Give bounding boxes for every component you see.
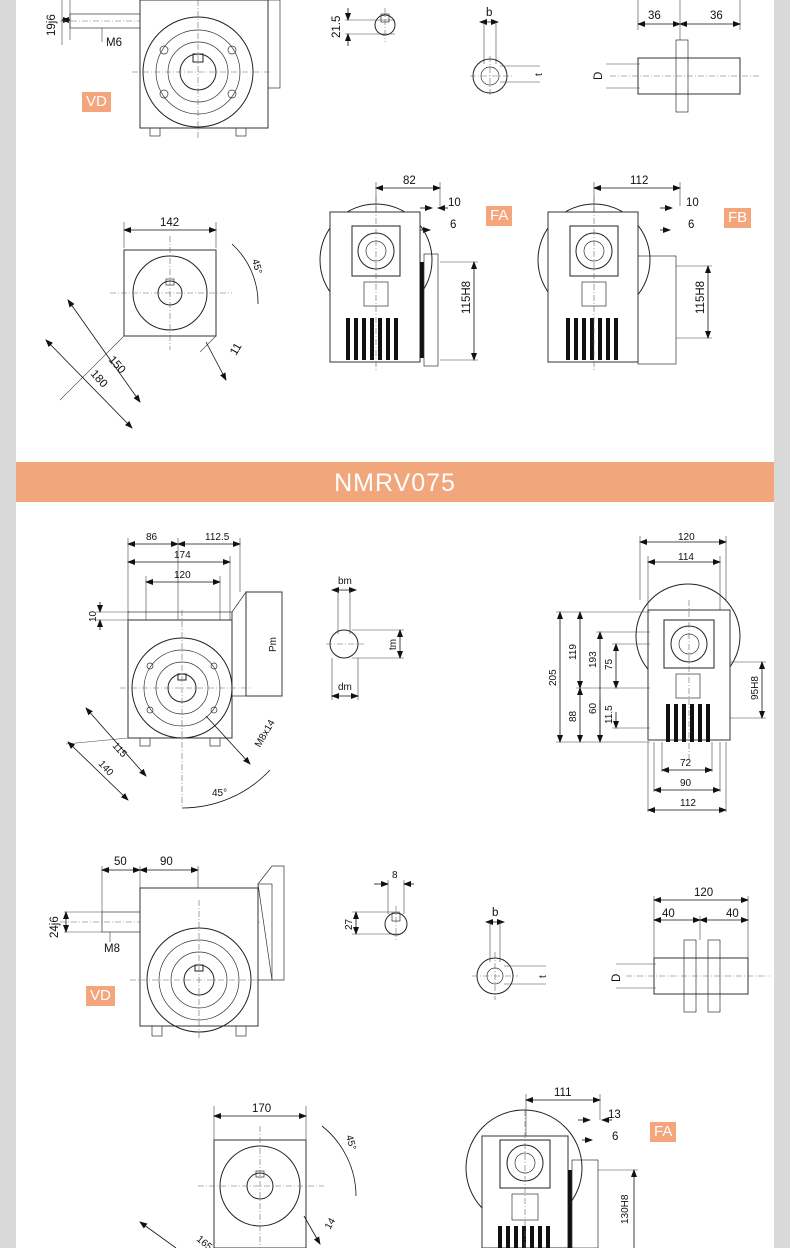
nmrv-side-fins bbox=[666, 704, 710, 742]
nmrv-vd-key-8: 8 bbox=[392, 870, 398, 881]
top-fb-gap1: 10 bbox=[686, 197, 699, 209]
nmrv-flange-45: 45° bbox=[343, 1134, 358, 1151]
top-fa-gap1: 10 bbox=[448, 197, 461, 209]
nmrv-side-11-5: 11.5 bbox=[604, 705, 615, 724]
nmrv-dm: dm bbox=[338, 682, 352, 693]
nmrv-side-90: 90 bbox=[680, 778, 692, 789]
nmrv-fa-130h8: 130H8 bbox=[620, 1194, 631, 1224]
top-fa-width: 82 bbox=[403, 175, 416, 187]
nmrv075-fa-view: 111 13 6 130H8 bbox=[465, 1087, 638, 1248]
top-keyway-view: b t bbox=[470, 7, 545, 96]
nmrv-dim-120: 120 bbox=[174, 570, 191, 581]
top-hollow-right: 36 bbox=[710, 10, 723, 22]
nmrv-pm: Pm bbox=[268, 637, 279, 652]
nmrv-tm: tm bbox=[388, 639, 399, 650]
badge-top-vd: VD bbox=[82, 92, 111, 112]
top-flange-width: 142 bbox=[160, 217, 179, 229]
top-fb-gap2: 6 bbox=[688, 219, 694, 231]
top-fb-bore: 115H8 bbox=[695, 281, 707, 314]
nmrv-dim-115: 115 bbox=[110, 741, 129, 761]
nmrv-key-b: b bbox=[492, 907, 498, 919]
nmrv-vd-key-27: 27 bbox=[344, 918, 355, 930]
nmrv-m8x14: M8x14 bbox=[253, 718, 278, 750]
nmrv075-flange-view: 170 45° 165 14 bbox=[139, 1103, 358, 1248]
top-shaft-tolerance: 19j6 bbox=[46, 14, 58, 36]
top-thread: M6 bbox=[106, 37, 122, 49]
nmrv-hollow-d: D bbox=[611, 974, 623, 982]
section-title: NMRV075 bbox=[334, 469, 456, 497]
nmrv075-motor-shaft: bm tm dm bbox=[326, 576, 404, 700]
badge-top-fb: FB bbox=[724, 208, 752, 228]
nmrv075-hollow-shaft: 120 40 40 D bbox=[611, 887, 770, 1013]
nmrv-flange-170: 170 bbox=[252, 1103, 271, 1115]
top-fb-view: 112 10 6 115H8 bbox=[537, 175, 712, 372]
nmrv-side-120: 120 bbox=[678, 532, 695, 543]
nmrv-bm: bm bbox=[338, 576, 352, 587]
top-flange-view: 142 45° 150 180 11 bbox=[45, 217, 264, 429]
nmrv-flange-165: 165 bbox=[194, 1234, 214, 1248]
nmrv-dim-86: 86 bbox=[146, 532, 158, 543]
top-fb-width: 112 bbox=[630, 175, 648, 187]
nmrv-vd-thread: M8 bbox=[104, 943, 120, 955]
nmrv-side-60: 60 bbox=[588, 702, 599, 714]
nmrv-angle: 45° bbox=[212, 788, 227, 799]
top-flange-pcd: 150 bbox=[106, 354, 128, 376]
top-hollow-dia: D bbox=[593, 72, 605, 80]
nmrv-dim-112-5: 112.5 bbox=[205, 532, 230, 543]
top-flange-hole: 11 bbox=[228, 341, 244, 357]
nmrv-fa-6: 6 bbox=[612, 1131, 618, 1143]
nmrv-side-114: 114 bbox=[678, 552, 694, 563]
nmrv-side-119: 119 bbox=[568, 644, 579, 660]
nmrv-hollow-40a: 40 bbox=[662, 908, 675, 920]
top-hollow-shaft: 36 36 D bbox=[593, 0, 760, 113]
badge-top-fa: FA bbox=[486, 206, 513, 226]
nmrv-fa-fins bbox=[498, 1226, 550, 1248]
nmrv-dim-174: 174 bbox=[174, 550, 191, 561]
nmrv075-keyway-view: b t bbox=[472, 907, 549, 1000]
top-fa-fins bbox=[346, 318, 398, 360]
nmrv075-key-view: 8 27 bbox=[344, 870, 414, 940]
nmrv-key-t: t bbox=[538, 975, 549, 978]
top-key-height: 21.5 bbox=[331, 16, 343, 38]
top-flange-angle: 45° bbox=[249, 258, 264, 275]
nmrv-hollow-120: 120 bbox=[694, 887, 713, 899]
top-key-width: b bbox=[486, 7, 492, 19]
top-flange-outer: 180 bbox=[88, 368, 110, 390]
badge-bottom-vd: VD bbox=[86, 986, 115, 1006]
top-fb-fins bbox=[566, 318, 618, 360]
nmrv-side-205: 205 bbox=[548, 669, 559, 686]
nmrv-flange-14: 14 bbox=[323, 1216, 338, 1232]
top-fa-gap2: 6 bbox=[450, 219, 456, 231]
nmrv-vd-50: 50 bbox=[114, 856, 127, 868]
nmrv-side-95h8: 95H8 bbox=[750, 676, 761, 700]
top-key-view: 21.5 bbox=[331, 8, 396, 46]
top-fa-bore: 115H8 bbox=[461, 281, 473, 314]
nmrv075-front-view: 86 112.5 174 120 10 Pm 115 140 bbox=[65, 532, 283, 809]
top-key-depth: t bbox=[534, 73, 545, 76]
nmrv-vd-tol: 24j6 bbox=[49, 916, 61, 938]
top-hollow-left: 36 bbox=[648, 10, 661, 22]
nmrv-dim-10: 10 bbox=[88, 610, 99, 622]
nmrv-side-72: 72 bbox=[680, 758, 692, 769]
nmrv-hollow-40b: 40 bbox=[726, 908, 739, 920]
section-banner: NMRV075 bbox=[16, 462, 774, 502]
nmrv075-vd-view: 50 90 24j6 M8 bbox=[49, 856, 285, 1040]
nmrv-dim-140: 140 bbox=[96, 759, 116, 779]
badge-bottom-fa: FA bbox=[650, 1122, 677, 1142]
nmrv-side-88: 88 bbox=[568, 710, 579, 722]
nmrv-side-193: 193 bbox=[588, 651, 599, 668]
nmrv075-side-view: 120 114 205 119 88 193 60 bbox=[548, 532, 766, 813]
nmrv-fa-111: 111 bbox=[554, 1087, 571, 1099]
top-vd-view: 19j6 M6 bbox=[46, 0, 281, 140]
top-fa-view: 82 10 6 115H8 bbox=[319, 175, 478, 372]
nmrv-fa-13: 13 bbox=[608, 1109, 621, 1121]
nmrv-vd-90: 90 bbox=[160, 856, 173, 868]
nmrv-side-75: 75 bbox=[604, 658, 615, 670]
nmrv-side-112: 112 bbox=[680, 798, 696, 809]
